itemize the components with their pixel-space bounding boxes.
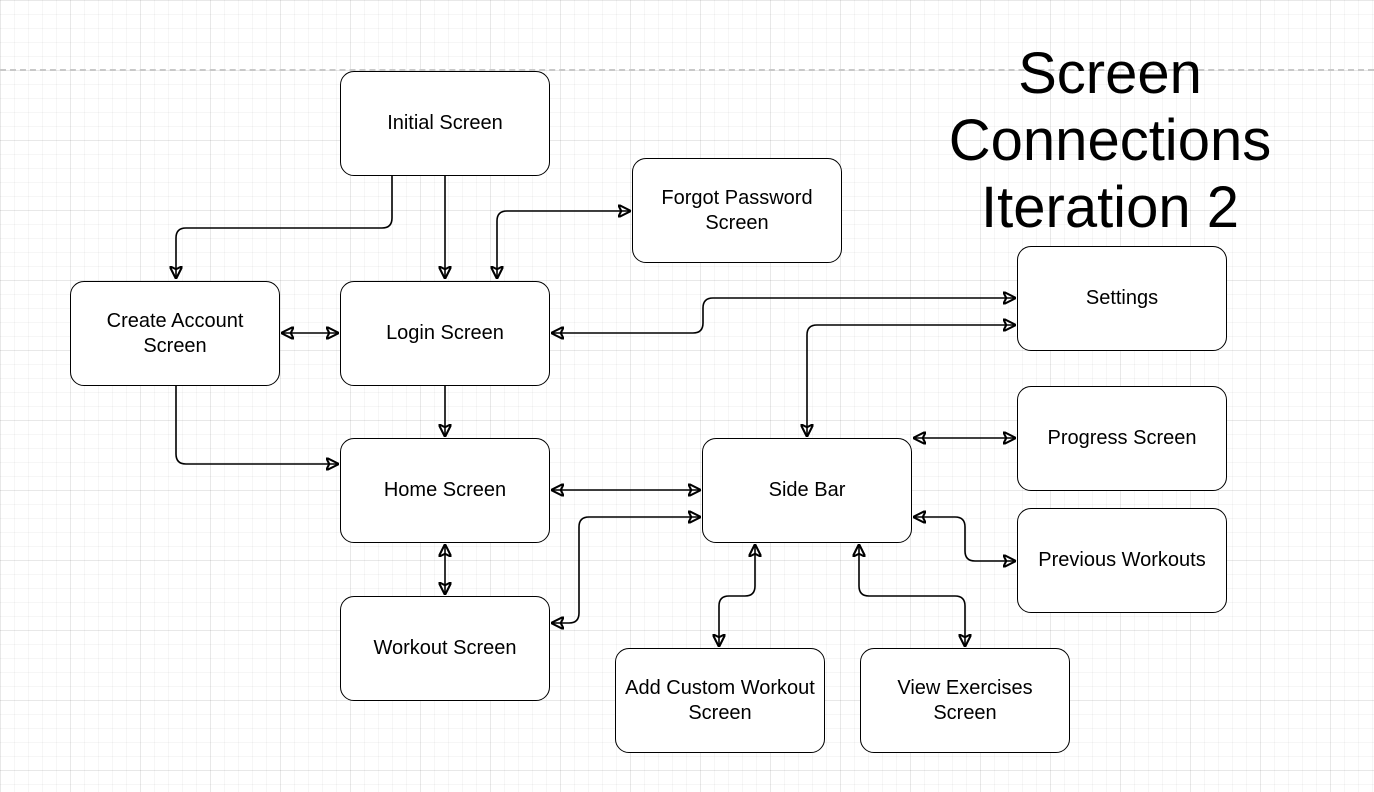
node-label: View Exercises Screen xyxy=(897,676,1033,724)
page-break-line xyxy=(0,69,1374,71)
node-side-bar[interactable]: Side Bar xyxy=(702,438,912,543)
node-label: Forgot Password Screen xyxy=(661,186,813,234)
node-label: Login Screen xyxy=(386,322,504,344)
edge-side-bar-settings xyxy=(807,325,1016,437)
node-add-custom-workout-screen[interactable]: Add Custom Workout Screen xyxy=(615,648,825,753)
node-label: Side Bar xyxy=(768,479,846,501)
node-label: Settings xyxy=(1085,287,1159,309)
node-label: Workout Screen xyxy=(373,637,517,659)
edge-side-bar-previous-workouts xyxy=(913,517,1016,561)
node-label: Add Custom Workout Screen xyxy=(625,676,815,724)
node-create-account-screen[interactable]: Create Account Screen xyxy=(70,281,280,386)
title-line-1: Screen xyxy=(1018,41,1202,106)
edge-initial-create-account xyxy=(176,176,393,279)
node-view-exercises-screen[interactable]: View Exercises Screen xyxy=(860,648,1070,753)
node-previous-workouts[interactable]: Previous Workouts xyxy=(1017,508,1227,613)
node-label: Progress Screen xyxy=(1047,427,1197,449)
node-workout-screen[interactable]: Workout Screen xyxy=(340,596,550,701)
node-label: Previous Workouts xyxy=(1038,549,1206,571)
edge-workout-side-bar xyxy=(551,517,701,623)
node-settings[interactable]: Settings xyxy=(1017,246,1227,351)
node-label: Home Screen xyxy=(383,479,507,501)
node-progress-screen[interactable]: Progress Screen xyxy=(1017,386,1227,491)
node-forgot-password-screen[interactable]: Forgot Password Screen xyxy=(632,158,842,263)
edge-login-forgot-password xyxy=(497,211,631,279)
node-home-screen[interactable]: Home Screen xyxy=(340,438,550,543)
edge-login-settings xyxy=(551,298,1016,333)
title-line-3: Iteration 2 xyxy=(981,175,1239,240)
edge-side-bar-add-custom-workout xyxy=(719,544,755,647)
node-label: Initial Screen xyxy=(387,112,503,134)
node-label: Create Account Screen xyxy=(106,309,244,357)
edge-create-account-home xyxy=(175,386,339,464)
node-initial-screen[interactable]: Initial Screen xyxy=(340,71,550,176)
node-login-screen[interactable]: Login Screen xyxy=(340,281,550,386)
edge-side-bar-view-exercises xyxy=(859,544,965,647)
diagram-title: Screen Connections Iteration 2 xyxy=(940,40,1280,241)
title-line-2: Connections xyxy=(948,108,1272,173)
